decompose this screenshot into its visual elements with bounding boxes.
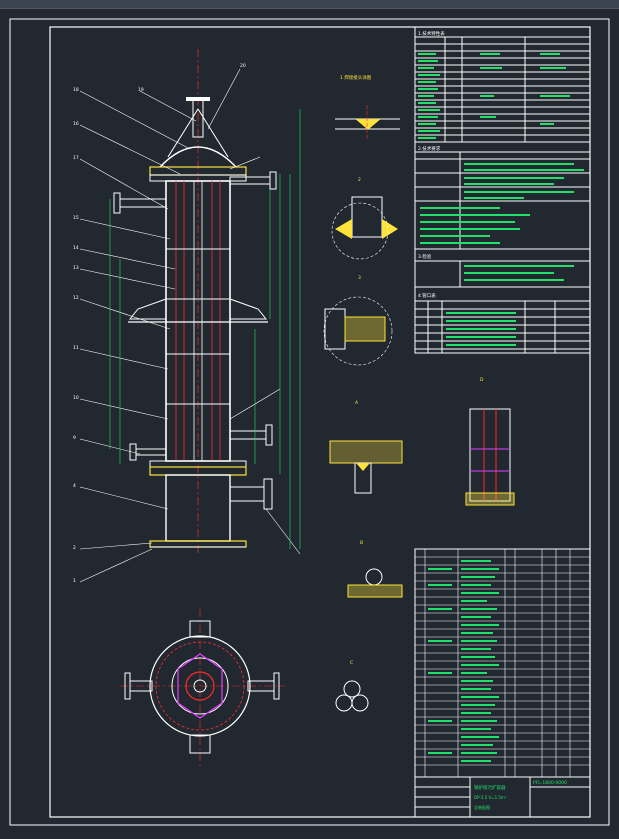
svg-text:4: 4 bbox=[73, 483, 76, 489]
tech-char-heading: 1.技术特性表 bbox=[418, 30, 445, 37]
drawing-number: PFL-1800-0000 bbox=[533, 780, 567, 786]
detail-3: 3 bbox=[323, 275, 393, 366]
svg-text:12: 12 bbox=[73, 295, 79, 301]
detail-4-title: A bbox=[355, 400, 359, 406]
outer-frame bbox=[9, 18, 610, 826]
leader-lines bbox=[79, 68, 301, 583]
plan-view bbox=[120, 609, 285, 769]
drawing-sub2: 总装配图 bbox=[474, 804, 490, 810]
drawing-subtitle: DP-3.5 V=1.5m³ bbox=[474, 795, 507, 800]
svg-text:19: 19 bbox=[138, 87, 144, 93]
detail-5-title: B bbox=[360, 540, 363, 546]
detail-4: A bbox=[329, 400, 403, 494]
detail-6: C bbox=[335, 660, 369, 712]
svg-text:13: 13 bbox=[73, 265, 79, 271]
title-block: PFL-1800-0000 锅炉排污扩容器 DP-3.5 V=1.5m³ 总装配… bbox=[414, 776, 591, 818]
cad-toolbar-strip bbox=[0, 0, 619, 9]
tech-tables: 1.技术特性表 2.技术要 bbox=[414, 26, 591, 354]
detail-2: 2 bbox=[331, 177, 398, 260]
detail-3-title: 3 bbox=[358, 275, 361, 281]
svg-text:1: 1 bbox=[73, 578, 76, 584]
svg-text:9: 9 bbox=[73, 435, 76, 441]
tech-req-heading: 2.技术要求 bbox=[418, 145, 441, 152]
detail-6-title: C bbox=[350, 660, 353, 666]
svg-text:17: 17 bbox=[73, 155, 79, 161]
svg-text:11: 11 bbox=[73, 345, 79, 351]
nozzle-table-heading: 4.管口表 bbox=[418, 292, 436, 299]
inspection-heading: 3.检验 bbox=[418, 253, 432, 260]
vessel-elevation bbox=[113, 49, 277, 554]
detail-1-title: 1 焊接接头详图 bbox=[340, 74, 372, 81]
svg-text:14: 14 bbox=[73, 245, 79, 251]
inner-frame bbox=[49, 26, 591, 818]
svg-text:20: 20 bbox=[240, 63, 246, 69]
drawing-title: 锅炉排污扩容器 bbox=[474, 784, 506, 791]
svg-text:10: 10 bbox=[73, 395, 79, 401]
detail-7: D bbox=[465, 377, 515, 506]
dimension-lines bbox=[109, 109, 301, 549]
svg-text:18: 18 bbox=[73, 87, 79, 93]
svg-text:15: 15 bbox=[73, 215, 79, 221]
cad-drawing-sheet: 18 16 17 15 14 13 12 11 10 9 4 2 1 19 20 1 焊接接头详图 bbox=[9, 18, 610, 826]
parts-list bbox=[414, 548, 591, 778]
detail-1: 1 焊接接头详图 bbox=[335, 74, 400, 139]
svg-text:2: 2 bbox=[73, 545, 76, 551]
balloon-numbers: 18 16 17 15 14 13 12 11 10 9 4 2 1 19 20 bbox=[73, 63, 246, 584]
svg-text:16: 16 bbox=[73, 121, 79, 127]
detail-7-title: D bbox=[480, 377, 484, 383]
detail-2-title: 2 bbox=[358, 177, 361, 183]
detail-5: B bbox=[347, 540, 403, 598]
